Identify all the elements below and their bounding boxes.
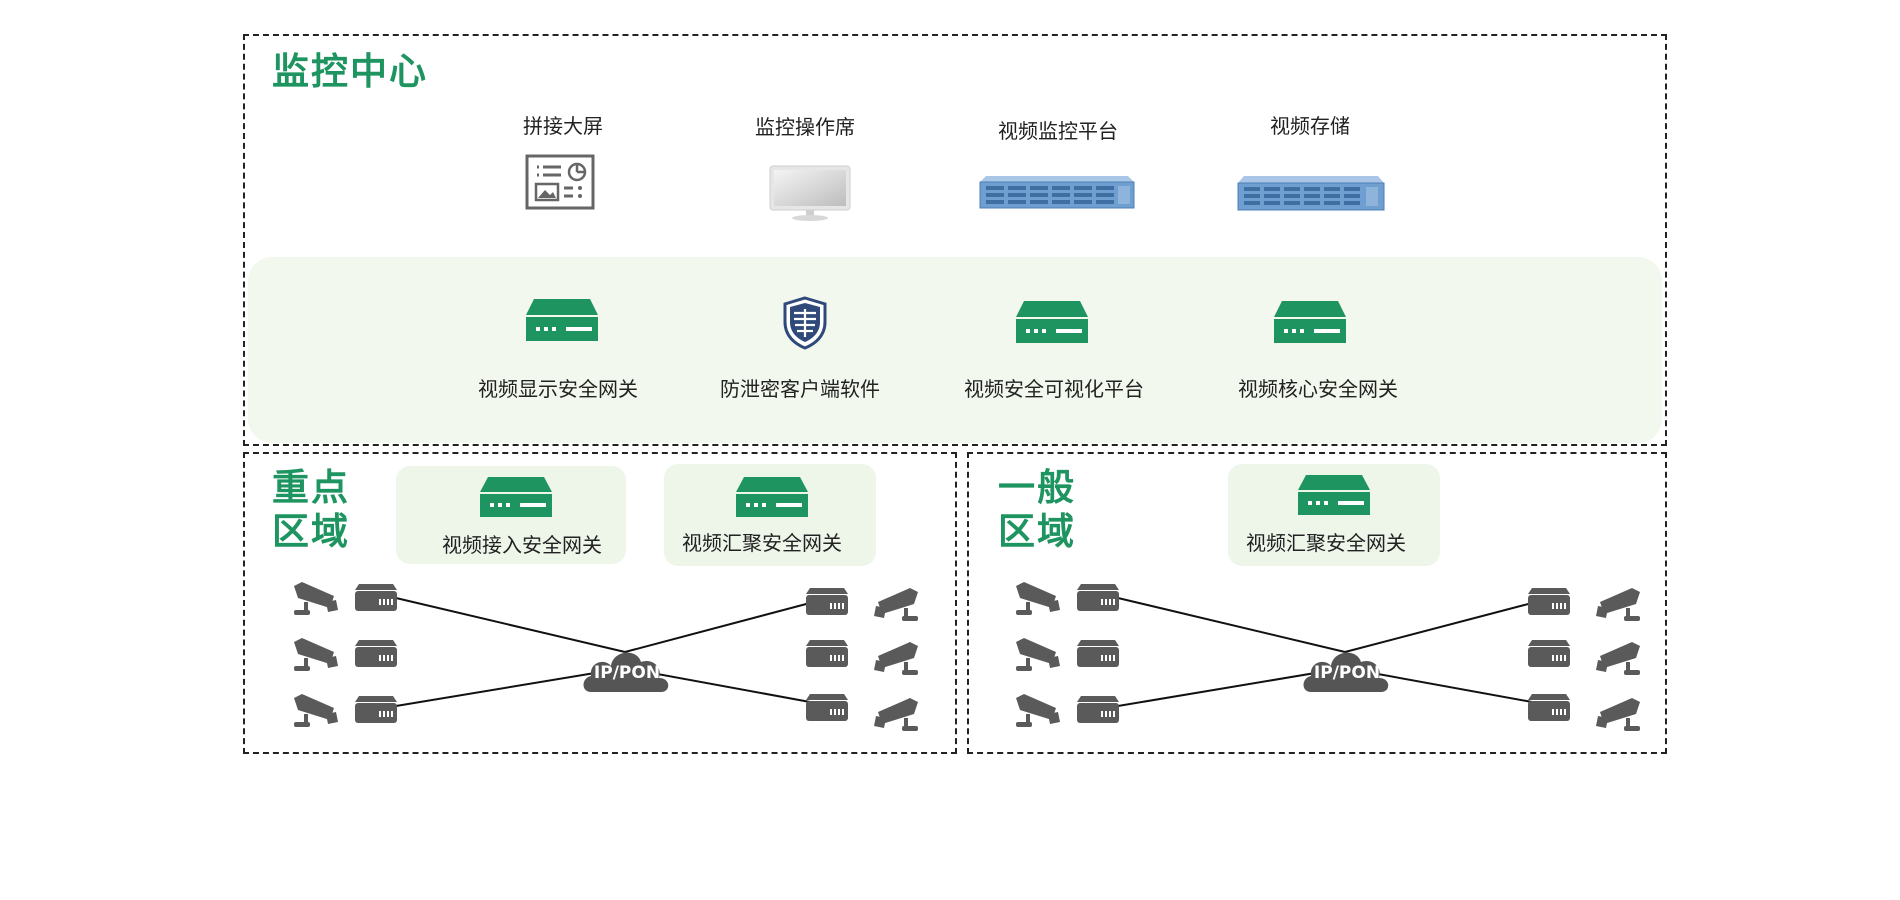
display-gateway-label: 视频显示安全网关	[478, 377, 638, 401]
key-zone-title-line1: 重点	[272, 466, 350, 509]
key-zone-left-cameras	[294, 582, 338, 727]
general-zone-title-line2: 区域	[998, 510, 1076, 553]
core-gateway-label: 视频核心安全网关	[1238, 377, 1398, 401]
storage-rack-icon	[1237, 176, 1385, 211]
general-zone-title-line1: 一般	[998, 466, 1076, 509]
general-zone-left-recorders	[1077, 584, 1119, 723]
monitoring-center-title: 监控中心	[272, 50, 428, 93]
key-zone-box	[243, 452, 957, 754]
server-rack-icon	[979, 176, 1135, 209]
access-gateway-icon	[480, 477, 552, 517]
monitor-icon	[769, 165, 851, 221]
operator-console-label: 监控操作席	[755, 115, 855, 139]
general-aggregation-gateway-label: 视频汇聚安全网关	[1246, 531, 1406, 555]
splice-screen-label: 拼接大屏	[523, 114, 603, 138]
general-zone-left-cameras	[1016, 582, 1060, 727]
general-zone-network-label: IP/PON	[1314, 663, 1380, 683]
key-aggregation-gateway-icon	[736, 477, 808, 517]
visualization-platform-icon	[1016, 301, 1088, 343]
general-zone-right-recorders	[1528, 588, 1570, 721]
key-zone-left-recorders	[355, 584, 397, 723]
leak-prevention-client-label: 防泄密客户端软件	[720, 377, 880, 401]
general-zone-right-cameras	[1596, 588, 1640, 731]
video-platform-label: 视频监控平台	[998, 119, 1118, 143]
access-gateway-label: 视频接入安全网关	[442, 533, 602, 557]
visualization-platform-label: 视频安全可视化平台	[964, 377, 1144, 401]
display-gateway-icon	[526, 299, 598, 341]
key-aggregation-gateway-label: 视频汇聚安全网关	[682, 531, 842, 555]
security-gateway-band	[248, 257, 1662, 443]
splice-screen-icon	[525, 154, 595, 210]
key-zone-right-recorders	[806, 588, 848, 721]
key-zone-network-label: IP/PON	[594, 663, 660, 683]
video-storage-label: 视频存储	[1270, 114, 1350, 138]
key-zone-right-cameras	[874, 588, 918, 731]
key-zone-title-line2: 区域	[272, 510, 350, 553]
shield-icon	[783, 296, 827, 350]
general-zone-box	[967, 452, 1667, 754]
core-gateway-icon	[1274, 301, 1346, 343]
monitoring-center-box	[243, 34, 1667, 446]
general-aggregation-gateway-icon	[1298, 475, 1370, 515]
